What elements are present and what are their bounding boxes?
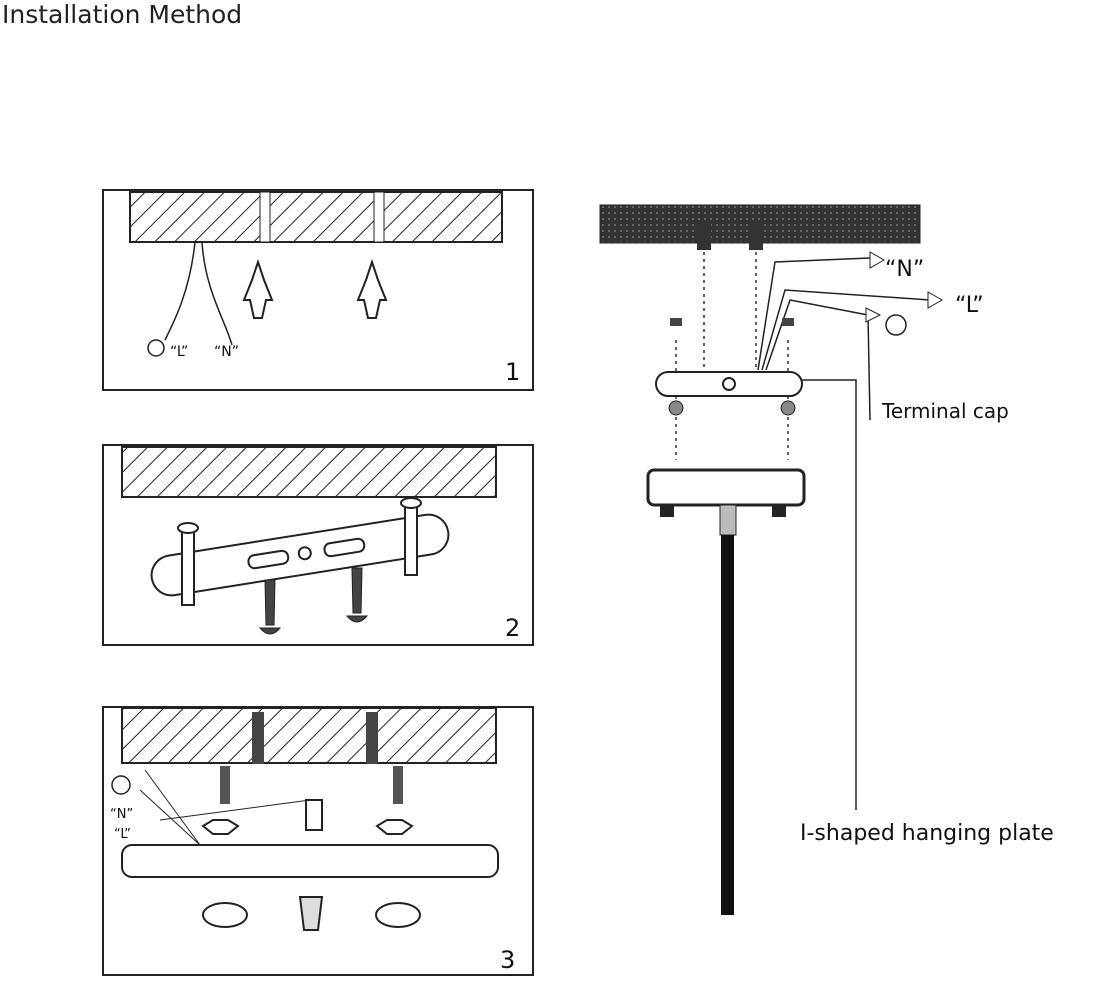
- label-l: “L”: [955, 293, 984, 318]
- label-l: “L”: [114, 827, 131, 842]
- screw-icon: [177, 522, 199, 606]
- page-title: Installation Method: [2, 0, 243, 29]
- step-2-panel: 2: [102, 444, 534, 646]
- ceiling: [121, 446, 497, 498]
- hanging-plate-label: I-shaped hanging plate: [800, 821, 1054, 846]
- cap-nut-icon: [202, 902, 248, 928]
- terminal-cap-label: Terminal cap: [881, 399, 1009, 423]
- screw-icon: [400, 497, 422, 576]
- ground-icon: [147, 339, 165, 357]
- terminal-icon: [305, 799, 323, 831]
- nut-icon: [201, 819, 240, 835]
- label-n: “N”: [885, 257, 924, 282]
- cap-nut-icon: [375, 902, 421, 928]
- wall-anchor-icon: [356, 258, 388, 319]
- screw-icon: [670, 318, 682, 326]
- wires: [164, 241, 233, 346]
- screw-icon: [782, 318, 794, 326]
- terminal-cap-icon: [298, 896, 324, 931]
- screw-icon: [345, 567, 369, 623]
- screw-icon: [258, 579, 282, 635]
- nut-icon: [375, 819, 414, 835]
- overview-diagram: “N” “L” Terminal cap I-shaped hanging pl…: [599, 204, 1054, 915]
- label-l: “L”: [170, 344, 188, 360]
- step-1-panel: “L” “N” 1: [102, 189, 534, 391]
- canopy: [646, 468, 806, 507]
- wires: [757, 257, 931, 421]
- canopy-base: [121, 844, 499, 878]
- nut-icon: [668, 400, 684, 416]
- wall-anchor-icon: [242, 258, 274, 319]
- step-number: 3: [500, 946, 515, 974]
- ceiling: [129, 191, 503, 243]
- nut-icon: [780, 400, 796, 416]
- wall-anchor-icon: [697, 222, 711, 250]
- label-n: “N”: [214, 344, 239, 360]
- ceiling: [121, 707, 497, 764]
- pendant-cord: [721, 535, 734, 915]
- hanging-plate: [150, 513, 450, 597]
- wall-anchor-icon: [749, 222, 763, 250]
- ground-icon: [111, 775, 131, 795]
- step-3-panel: “N” “L” 3: [102, 706, 534, 976]
- step-number: 1: [505, 358, 520, 386]
- ground-icon: [885, 314, 907, 336]
- label-n: “N”: [110, 807, 133, 822]
- step-number: 2: [505, 614, 520, 642]
